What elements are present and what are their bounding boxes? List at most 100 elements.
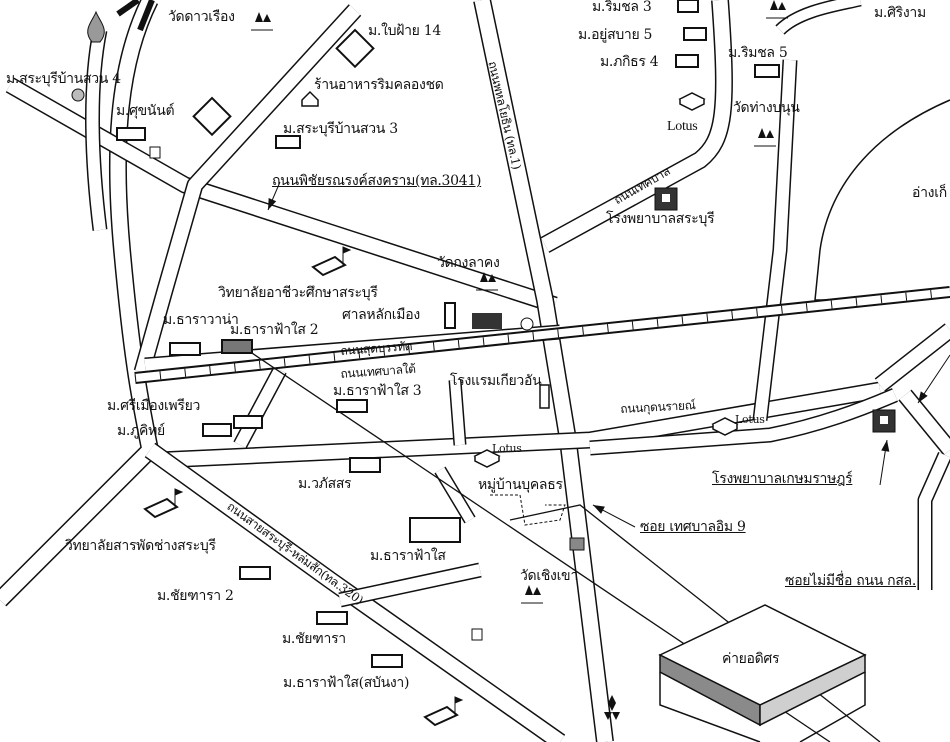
school-flag-icon (311, 255, 347, 277)
label-m-chaithara: ม.ชัยฑารา (282, 631, 346, 647)
estate-building (275, 135, 301, 149)
road-east-diagonal-fill (875, 324, 950, 391)
road-phahonyothin-fill (474, 0, 613, 742)
label-m-tharafaisai3: ม.ธาราฟ้าใส 3 (333, 383, 422, 399)
school-flag-icon-flag (174, 488, 184, 507)
label-road-kudnarai: ถนนกุดนรายณ์ (619, 398, 696, 416)
label-lotus-north: Lotus (667, 119, 698, 134)
label-hospital-saraburi: โรงพยาบาลสระบุรี (606, 211, 715, 227)
gas-station-icon (569, 537, 585, 551)
label-m-rimchon3: ม.ริมชล 3 (592, 0, 652, 15)
arrow-marker-head (593, 505, 605, 514)
road-inner-diag-fill (234, 367, 286, 448)
estate-building (409, 517, 461, 543)
road-east-vertical-fill (919, 452, 950, 590)
estate-building (349, 457, 381, 473)
estate-building (316, 611, 348, 625)
school-flag-icon (423, 705, 459, 727)
label-college-vocational: วิทยาลัยอาชีวะศึกษาสระบุรี (218, 285, 378, 301)
road-320-fill (145, 443, 565, 742)
label-m-phukit: ม.ภูคิทย์ (117, 423, 165, 439)
estate-building (335, 28, 375, 69)
label-city-pillar: ศาลหลักเมือง (342, 307, 420, 323)
temple-icon (251, 12, 273, 31)
label-soi-thetsaban9: ซอย เทศบาลอิม 9 (640, 519, 746, 535)
railway-fill (134, 288, 950, 382)
arrow-marker-head (881, 440, 890, 452)
label-wat-choengkhao: วัดเชิงเขา (520, 568, 578, 584)
estate-building (677, 0, 699, 13)
label-m-chaithara2: ม.ชัยฑารา 2 (157, 588, 234, 604)
label-m-bansuan3: ม.สระบุรีบ้านสวน 3 (283, 121, 398, 137)
label-m-sukhanan: ม.ศุขนันต์ (116, 103, 175, 119)
road-right-double-fill (754, 59, 796, 421)
label-wat-kongkhakhong: วัดกงลาคง (437, 255, 500, 271)
label-village-bukkhon: หมู่บ้านบุคลธร (478, 477, 563, 493)
gas-station-icon (87, 10, 105, 43)
label-m-tharafaisai: ม.ธาราฟ้าใส (370, 548, 446, 564)
village-boundary (490, 494, 566, 526)
temple-icon (754, 128, 776, 147)
label-m-rimchon5: ม.ริมชล 5 (728, 45, 788, 61)
hotel-icon (539, 384, 550, 409)
estate-building (239, 566, 271, 580)
estate-building (192, 96, 232, 137)
arrow-marker-head (268, 198, 277, 210)
lotus-store-icon-side (712, 424, 738, 436)
estate-building-highlighted (221, 339, 253, 354)
label-lotus-center: Lotus (492, 442, 522, 455)
estate-building (754, 64, 780, 78)
label-wat-thangam: วัดท่างบนุน (733, 100, 800, 116)
label-college-polytechnic: วิทยาลัยสารพัดช่างสระบุรี (65, 538, 216, 554)
label-restaurant: ร้านอาหารริมคลองชด (314, 77, 444, 93)
label-m-baifai14: ม.ใบฝ้าย 14 (368, 23, 441, 39)
estate-building (371, 654, 403, 668)
road-east-branch-fill (589, 389, 898, 454)
temple-icon (766, 0, 788, 19)
label-m-yusabai5: ม.อยู่สบาย 5 (578, 27, 653, 43)
temple-icon (521, 585, 543, 604)
estate-building (116, 127, 146, 141)
post-box-icon (149, 146, 161, 159)
label-m-tharawana: ม.ธาราวาน่า (163, 312, 239, 328)
temple-icon-shape (758, 128, 774, 138)
hospital-icon-cross (662, 194, 670, 202)
temple-icon-shape (770, 0, 786, 10)
road-north-diagonal-fill (135, 5, 361, 374)
shrine-icon (472, 313, 502, 329)
estate-building (336, 399, 368, 413)
school-flag-icon-flag (454, 696, 464, 715)
school-flag-icon (143, 497, 179, 519)
road-east-down-fill (899, 390, 950, 455)
label-reservoir: อ่างเก็ (912, 185, 947, 201)
restaurant-icon (301, 90, 319, 107)
road-reservoir-edge (814, 99, 950, 301)
label-m-phakithorn4: ม.ภกิธร 4 (600, 54, 659, 70)
estate-building (683, 27, 707, 41)
landmark-circle-icon (71, 88, 85, 102)
landmark-circle-icon (520, 317, 534, 331)
estate-building (675, 54, 699, 68)
road-center-block-fill (435, 379, 475, 523)
temple-icon-shape (255, 12, 271, 22)
bridge-icon (116, 0, 155, 32)
hospital-icon-cross (880, 416, 888, 424)
road-north-east-fill (776, 0, 862, 34)
road-link-south-fill (338, 564, 482, 606)
temple-icon-shape (525, 585, 541, 595)
label-road-phichai: ถนนพิชัยรณรงค์สงคราม(ทล.3041) (272, 173, 482, 189)
estate-building (233, 415, 263, 429)
road-kudnarai-fill (159, 383, 882, 467)
label-m-tharafaisai2: ม.ธาราฟ้าใส 2 (230, 322, 319, 338)
post-box-icon (471, 628, 483, 641)
label-camp-adisorn: ค่ายอดิศร (722, 651, 780, 667)
estate-building (169, 342, 201, 356)
label-hospital-kasemrad: โรงพยาบาลเกษมราษฎร์ (712, 471, 853, 487)
estate-building (202, 423, 232, 437)
city-pillar-icon (444, 302, 456, 329)
label-m-bansuan4: ม.สระบุรีบ้านสวน 4 (6, 71, 121, 87)
mitsubishi-logo-icon (604, 695, 620, 720)
label-lotus-east: Lotus (735, 413, 765, 426)
